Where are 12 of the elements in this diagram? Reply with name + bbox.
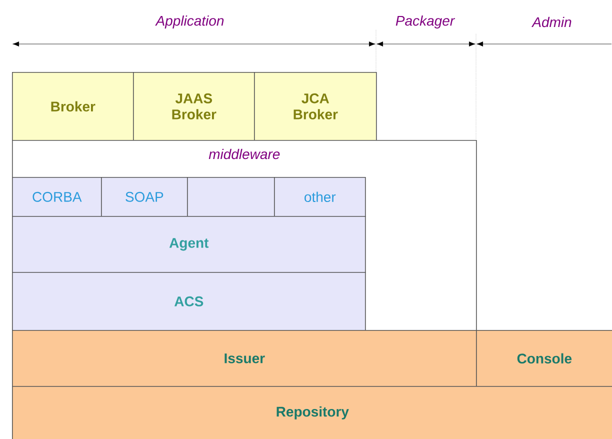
broker-box: JCA Broker	[254, 72, 377, 141]
protocol-box: other	[274, 177, 366, 217]
protocol-box: SOAP	[101, 177, 188, 217]
broker-box: JAAS Broker	[133, 72, 255, 141]
protocol-box	[187, 177, 275, 217]
span-label: Application	[154, 14, 226, 30]
span-label: Admin	[531, 16, 573, 28]
broker-box: Broker	[12, 72, 134, 141]
span-label: Packager	[394, 14, 456, 30]
layer-box: Console	[476, 330, 612, 387]
layer-box: ACS	[12, 272, 366, 331]
protocol-box: CORBA	[12, 177, 102, 217]
